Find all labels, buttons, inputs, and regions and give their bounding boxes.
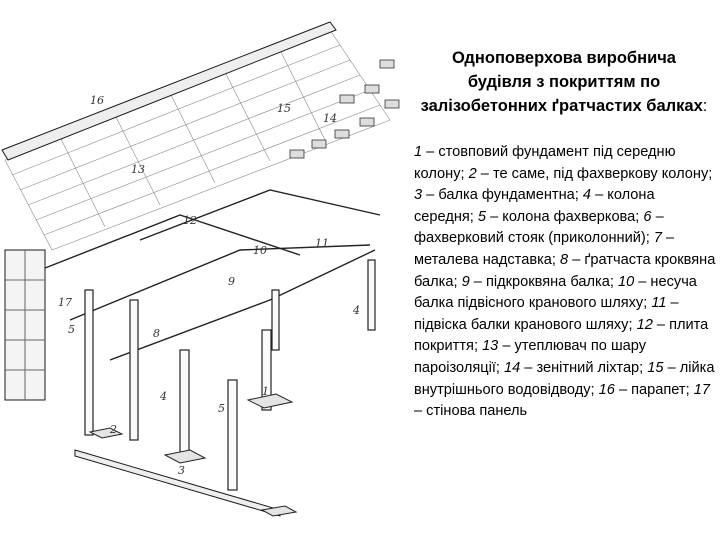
legend-item-number: 3 (414, 187, 423, 204)
legend-item: 12 – плита покриття; (414, 316, 709, 355)
legend-item-text: металева надставка; (414, 251, 556, 268)
diagram-title: Одноповерхова виробнича будівля з покрит… (420, 46, 708, 118)
rafter-beams (39, 189, 381, 361)
legend-item: 13 – утеплювач по шару пароізоляції; (414, 338, 647, 376)
legend-item-text: плита покриття; (414, 316, 709, 355)
skylights (289, 59, 400, 159)
legend-item: 11 – підвіска балки кранового шляху; (414, 295, 679, 333)
legend-item-text: балка фундаментна; (438, 187, 579, 204)
legend-item-text: лійка внутрішнього водовідводу; (414, 359, 715, 398)
legend-item-text: стінова панель (426, 403, 528, 420)
legend-item-text: підкроквяна балка; (485, 273, 614, 290)
legend-item-number: 5 (477, 208, 487, 225)
drawing-label-15: 15 (277, 102, 291, 115)
legend-item: 8 – ґратчаста кроквяна балка; (414, 251, 716, 290)
drawing-label-3: 3 (178, 464, 185, 477)
legend-item-text: підвіска балки кранового шляху; (414, 316, 633, 333)
legend: 1 – стовповий фундамент під середню коло… (414, 142, 718, 423)
legend-item-number: 8 (560, 251, 569, 268)
drawing-label-2: 2 (109, 423, 117, 436)
legend-item-text: фахверковий стояк (приколонний); (414, 230, 650, 247)
legend-item-number: 9 (461, 273, 470, 290)
legend-item-number: 10 (617, 273, 635, 290)
drawing-label-14: 14 (323, 112, 337, 125)
legend-item: 4 – колона середня; (414, 187, 655, 225)
legend-item-number: 2 (468, 165, 477, 182)
legend-item-text: стовповий фундамент під середню колону; (414, 144, 676, 182)
foundation-beam (74, 449, 281, 517)
legend-item: 14 – зенітний ліхтар; (504, 359, 644, 376)
drawing-label-4b: 4 (159, 390, 167, 403)
legend-item: 3 – балка фундаментна; (414, 187, 579, 204)
title-colon: : (702, 97, 708, 115)
legend-item-text: ґратчаста кроквяна балка; (414, 251, 716, 290)
legend-item-number: 17 (693, 381, 710, 398)
legend-item-number: 13 (482, 338, 499, 355)
legend-item-number: 6 (643, 208, 652, 225)
legend-item-text: зенітний ліхтар; (536, 359, 644, 376)
legend-item: 9 – підкроквяна балка; (461, 273, 614, 290)
legend-item: 1 – стовповий фундамент під середню коло… (414, 144, 676, 182)
legend-item: 17 – стінова панель (414, 381, 710, 420)
legend-item: 15 – лійка внутрішнього водовідводу; (414, 359, 715, 398)
drawing-labels: 16 15 14 13 12 10 11 17 9 5 4 8 1 2 3 5 … (58, 94, 360, 477)
legend-item-text: утеплювач по шару пароізоляції; (414, 338, 647, 376)
drawing-label-12: 12 (183, 214, 197, 227)
legend-item: 5 – колона фахверкова; (477, 208, 640, 225)
legend-item-text: парапет; (631, 381, 690, 398)
parapet (1, 21, 337, 161)
drawing-label-16: 16 (90, 94, 104, 107)
legend-item-number: 4 (582, 187, 592, 204)
drawing-label-10: 10 (253, 244, 267, 257)
legend-item-text: колона фахверкова; (502, 208, 640, 225)
legend-item-number: 11 (651, 295, 667, 312)
drawing-label-1: 1 (262, 385, 269, 398)
columns (84, 259, 376, 491)
drawing-label-9: 9 (228, 275, 235, 288)
legend-item-text: несуча балка підвісного кранового шляху; (414, 273, 697, 312)
wall-panel (4, 249, 46, 401)
legend-item: 2 – те саме, під фахверкову колону; (468, 165, 713, 182)
legend-item: 16 – парапет; (598, 381, 690, 398)
legend-item-number: 16 (598, 381, 615, 398)
building-diagram: 16 15 14 13 12 10 11 17 9 5 4 8 1 2 3 5 … (1, 21, 400, 517)
legend-item-text: те саме, під фахверкову колону; (492, 165, 713, 182)
legend-item-number: 1 (414, 144, 423, 160)
drawing-label-17: 17 (58, 296, 72, 309)
footings (88, 393, 298, 517)
legend-item: 10 – несуча балка підвісного кранового ш… (414, 273, 697, 312)
legend-item-number: 15 (647, 359, 664, 376)
legend-item-text: колона середня; (414, 187, 655, 225)
drawing-label-4: 4 (352, 304, 360, 317)
legend-item-number: 12 (636, 316, 653, 333)
roof-slabs (4, 29, 391, 251)
drawing-label-11: 11 (315, 237, 329, 250)
legend-item-number: 7 (653, 230, 662, 247)
legend-item-number: 14 (504, 359, 521, 376)
drawing-label-5: 5 (68, 323, 75, 336)
title-text: Одноповерхова виробнича будівля з покрит… (420, 49, 703, 115)
drawing-label-13: 13 (131, 163, 145, 176)
drawing-label-8: 8 (153, 327, 160, 340)
legend-item: 6 – фахверковий стояк (приколонний); (414, 208, 664, 247)
legend-item: 7 – металева надставка; (414, 230, 675, 268)
drawing-label-5b: 5 (218, 402, 225, 415)
